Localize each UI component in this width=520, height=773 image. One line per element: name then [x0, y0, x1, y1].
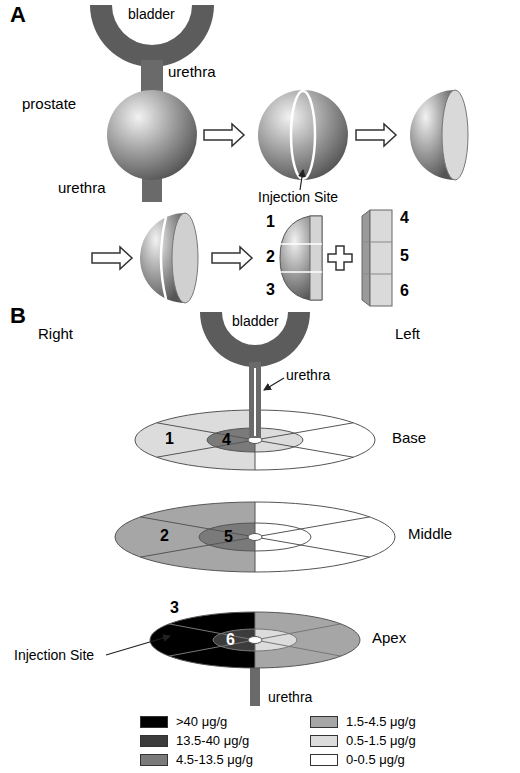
section-number: 3 [266, 282, 275, 298]
legend-text: 1.5-4.5 μg/g [346, 715, 416, 728]
level-label: Middle [408, 526, 452, 541]
legend-swatch [140, 735, 168, 747]
section-number: 4 [400, 210, 409, 226]
section-number: 2 [266, 249, 275, 265]
legend-swatch [140, 716, 168, 728]
section-number: 4 [222, 432, 231, 448]
legend-text: 0-0.5 μg/g [346, 753, 405, 766]
legend-swatch [310, 716, 338, 728]
legend-text: 13.5-40 μg/g [176, 734, 249, 747]
panel-letter: A [10, 4, 26, 26]
legend-text: >40 μg/g [176, 715, 227, 728]
organ-label: urethra [168, 64, 216, 79]
section-number: 5 [400, 248, 409, 264]
section-number: 1 [266, 214, 275, 230]
legend-row: >40 μg/g [140, 714, 227, 729]
site-label: Injection Site [258, 190, 338, 204]
section-number: 1 [165, 431, 174, 447]
section-number: 6 [226, 632, 235, 648]
legend-row: 4.5-13.5 μg/g [140, 752, 253, 767]
organ-label: urethra [58, 180, 106, 195]
side-label: Left [395, 326, 420, 341]
legend-row: 0.5-1.5 μg/g [310, 733, 416, 748]
section-number: 5 [224, 529, 233, 545]
organ-label: urethra [268, 690, 312, 704]
organ-label: urethra [286, 368, 330, 382]
legend-text: 4.5-13.5 μg/g [176, 753, 253, 766]
organ-label: bladder [128, 7, 175, 21]
organ-label: prostate [22, 96, 76, 111]
section-number: 6 [400, 283, 409, 299]
panel-letter: B [10, 305, 26, 327]
level-label: Apex [372, 630, 406, 645]
legend-swatch [140, 754, 168, 766]
section-number: 3 [170, 600, 179, 616]
legend-swatch [310, 754, 338, 766]
section-number: 2 [160, 528, 169, 544]
side-label: Right [38, 326, 73, 341]
level-label: Base [392, 430, 426, 445]
legend-row: 13.5-40 μg/g [140, 733, 249, 748]
site-label: Injection Site [14, 648, 94, 662]
legend-swatch [310, 735, 338, 747]
legend-row: 0-0.5 μg/g [310, 752, 405, 767]
legend-text: 0.5-1.5 μg/g [346, 734, 416, 747]
legend-row: 1.5-4.5 μg/g [310, 714, 416, 729]
organ-label: bladder [232, 314, 279, 328]
